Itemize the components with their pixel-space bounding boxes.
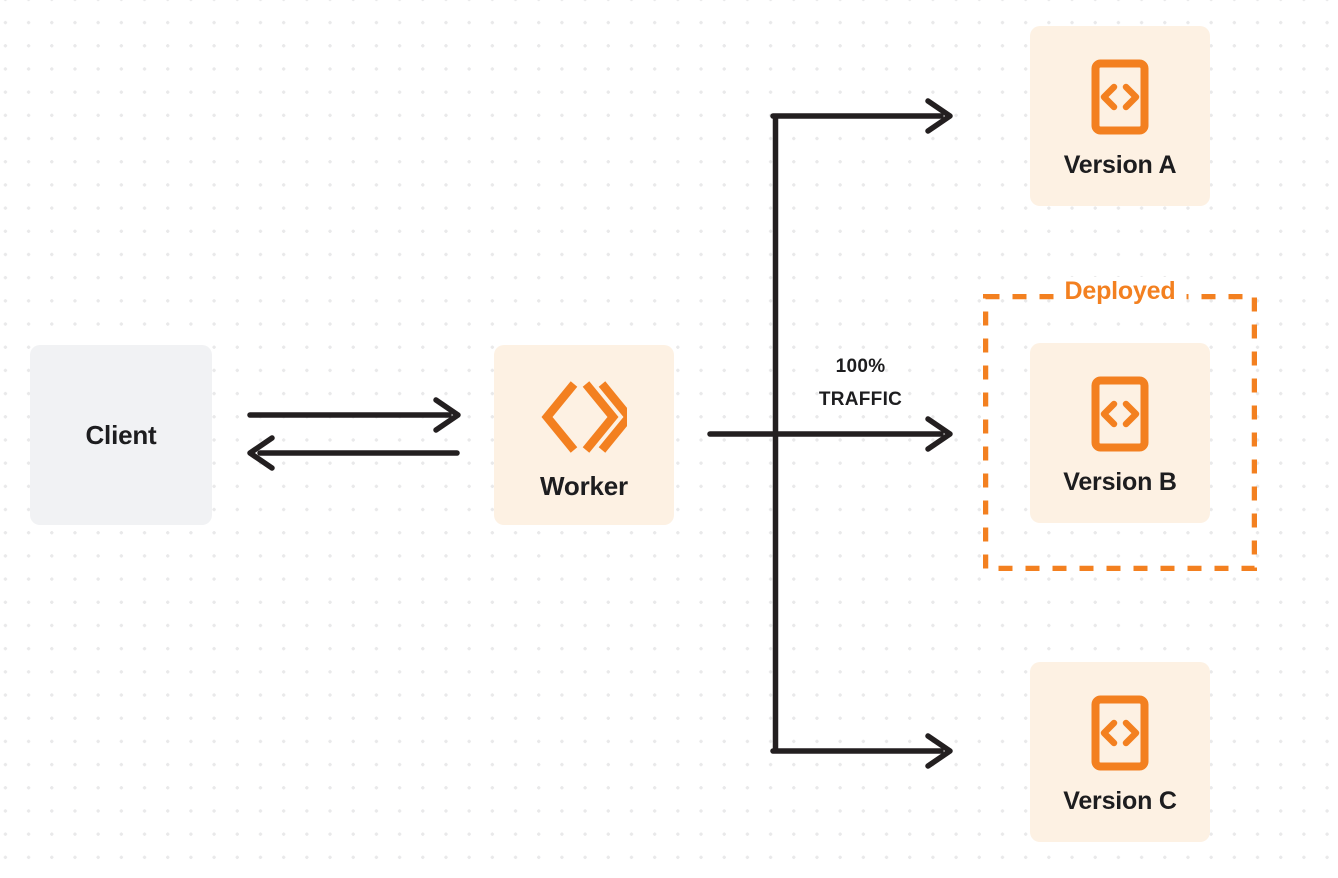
version-a-label: Version A xyxy=(1063,150,1177,179)
deployed-group: Deployed xyxy=(982,277,1258,572)
version-c-label: Version C xyxy=(1063,786,1177,815)
arrow-worker-to-version-c xyxy=(770,733,953,769)
arrow-client-to-worker xyxy=(247,397,461,433)
client-label: Client xyxy=(85,419,157,450)
traffic-split-label: 100% TRAFFIC xyxy=(783,350,938,417)
version-c-node[interactable]: Version C xyxy=(1030,662,1210,842)
cloudflare-workers-logo-icon xyxy=(541,377,635,457)
deployed-label: Deployed xyxy=(1053,277,1187,306)
deployed-dashed-border xyxy=(982,293,1258,572)
version-b-node[interactable]: Version B xyxy=(1030,343,1210,523)
code-file-icon xyxy=(1091,695,1149,771)
worker-node[interactable]: Worker xyxy=(494,345,674,525)
code-file-icon xyxy=(1091,376,1149,452)
traffic-percent: 100% xyxy=(835,356,886,377)
worker-label: Worker xyxy=(540,470,628,501)
traffic-caption: TRAFFIC xyxy=(818,389,903,411)
arrow-worker-to-client xyxy=(247,435,460,471)
version-a-node[interactable]: Version A xyxy=(1030,26,1210,206)
version-b-label: Version B xyxy=(1063,467,1177,496)
arrow-worker-to-version-b xyxy=(707,416,953,452)
client-node[interactable]: Client xyxy=(30,345,212,525)
arrow-worker-to-version-a xyxy=(770,98,953,134)
code-file-icon xyxy=(1091,59,1149,135)
